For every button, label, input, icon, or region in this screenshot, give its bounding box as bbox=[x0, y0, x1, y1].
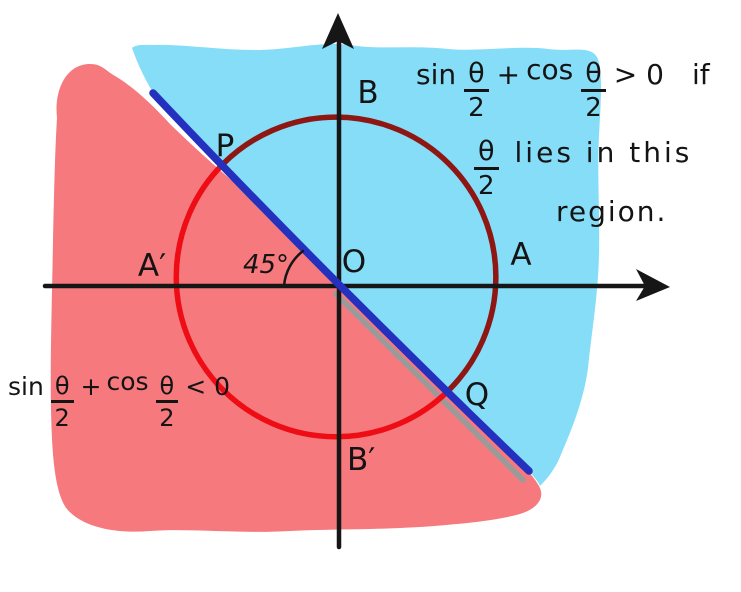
point-a-prime-label: A′ bbox=[138, 248, 166, 284]
fraction-numerator: θ bbox=[474, 138, 499, 170]
if-token: if bbox=[691, 58, 710, 91]
plus-token: + bbox=[80, 372, 102, 401]
half-angle-fraction: θ 2 bbox=[581, 60, 606, 121]
sin-token: sin bbox=[416, 58, 457, 91]
fraction-denominator: 2 bbox=[54, 404, 70, 432]
fraction-denominator: 2 bbox=[477, 171, 495, 201]
point-a-label: A bbox=[510, 237, 531, 273]
formula-negative: sin θ 2 + cos θ 2 < 0 bbox=[8, 368, 231, 432]
half-angle-fraction: θ 2 bbox=[50, 374, 74, 432]
formula-positive-line1: sin θ 2 + cos θ 2 > 0 if bbox=[416, 55, 710, 121]
fraction-numerator: θ bbox=[464, 60, 489, 92]
fraction-numerator: θ bbox=[50, 374, 74, 403]
point-q-label: Q bbox=[465, 377, 489, 413]
angle-value-label: 45° bbox=[243, 250, 289, 280]
half-angle-fraction: θ 2 bbox=[474, 138, 499, 199]
x-axis-arrowhead bbox=[636, 269, 670, 301]
unit-circle-positive-arc bbox=[220, 114, 499, 393]
diagonal-line bbox=[149, 89, 533, 475]
half-angle-fraction: θ 2 bbox=[155, 374, 179, 432]
comparison-token: < 0 bbox=[185, 372, 231, 401]
half-angle-fraction: θ 2 bbox=[464, 60, 489, 121]
fraction-numerator: θ bbox=[581, 60, 606, 92]
lies-in-this-text: lies in this bbox=[514, 136, 693, 169]
angle-arc bbox=[282, 249, 305, 288]
line-shadow bbox=[333, 291, 526, 483]
point-b-label: B bbox=[357, 75, 378, 111]
formula-positive-line3: region. bbox=[556, 195, 668, 228]
unit-circle-negative-arc bbox=[173, 161, 452, 440]
cos-token: cos bbox=[106, 367, 149, 396]
fraction-denominator: 2 bbox=[159, 404, 175, 432]
region-text: region. bbox=[556, 195, 668, 228]
fraction-denominator: 2 bbox=[468, 93, 485, 123]
positive-region bbox=[132, 43, 601, 486]
y-axis-arrowhead bbox=[322, 13, 354, 49]
sin-token: sin bbox=[8, 372, 44, 401]
plus-token: + bbox=[496, 58, 521, 91]
point-p-label: P bbox=[216, 128, 235, 164]
fraction-numerator: θ bbox=[155, 374, 179, 403]
formula-positive-line2: θ 2 lies in this bbox=[472, 138, 692, 199]
comparison-token: > 0 bbox=[613, 58, 664, 91]
origin-label: O bbox=[342, 244, 366, 280]
cos-token: cos bbox=[526, 53, 574, 86]
fraction-denominator: 2 bbox=[585, 93, 602, 123]
point-b-prime-label: B′ bbox=[347, 442, 375, 478]
